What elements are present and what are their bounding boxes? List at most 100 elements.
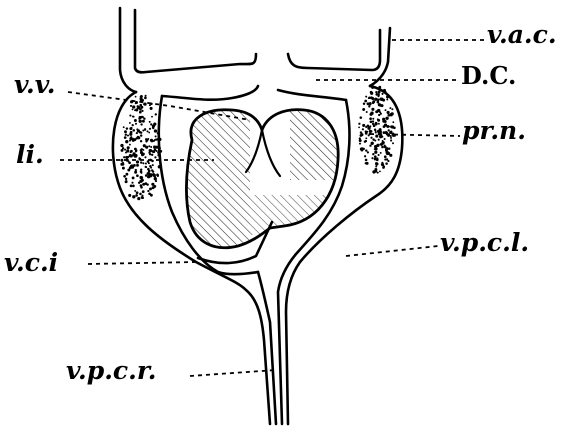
stipple-dot	[374, 140, 376, 142]
stipple-dot	[135, 151, 137, 153]
stipple-dot	[158, 165, 161, 168]
stipple-dot	[389, 107, 391, 109]
stipple-dot	[142, 130, 144, 132]
label-vpcl: v.p.c.l.	[440, 230, 529, 255]
stipple-dot	[120, 144, 123, 147]
stipple-dot	[125, 133, 127, 135]
stipple-dot	[377, 95, 379, 97]
stipple-dot	[158, 138, 160, 140]
stipple-dot	[148, 162, 150, 164]
stipple-dot	[137, 136, 140, 139]
stipple-dot	[146, 130, 148, 132]
stipple-dot	[379, 128, 382, 131]
stipple-dot	[368, 105, 370, 107]
stipple-dot	[378, 154, 380, 156]
stipple-dot	[371, 86, 374, 89]
stipple-dot	[372, 153, 374, 155]
stipple-dot	[134, 190, 136, 192]
stipple-dot	[123, 126, 125, 128]
stipple-dot	[362, 128, 364, 130]
stipple-dot	[384, 158, 386, 160]
stipple-dot	[388, 126, 390, 128]
stipple-dot	[390, 137, 392, 139]
stipple-dot	[130, 105, 132, 107]
stipple-dot	[378, 93, 380, 95]
stipple-dot	[374, 151, 377, 154]
stipple-dot	[377, 101, 380, 104]
stipple-dot	[139, 111, 142, 114]
stipple-dot	[127, 146, 130, 149]
chamber-top-left	[162, 86, 258, 100]
label-li: li.	[16, 142, 44, 167]
stipple-dot	[129, 133, 132, 136]
stipple-dot	[126, 127, 128, 129]
stipple-dot	[135, 123, 137, 125]
stipple-dot	[362, 124, 364, 126]
stipple-dot	[138, 157, 140, 159]
stipple-dot	[151, 116, 153, 118]
stipple-dot	[144, 156, 146, 158]
stipple-dot	[378, 123, 380, 125]
stipple-dot	[358, 123, 360, 125]
stipple-dot	[140, 123, 142, 125]
stipple-dot	[381, 93, 383, 95]
stipple-dot	[377, 109, 380, 112]
stipple-dot	[132, 105, 135, 108]
stipple-dot	[382, 166, 385, 169]
stipple-dot	[370, 121, 373, 124]
stipple-dot	[385, 162, 388, 165]
stipple-dot	[149, 128, 151, 130]
stipple-dot	[125, 156, 128, 159]
stipple-dot	[128, 161, 131, 164]
stipple-dot	[378, 103, 381, 106]
stipple-dot	[132, 115, 134, 117]
stipple-dot	[392, 121, 394, 123]
stipple-dot	[381, 146, 384, 149]
stipple-dot	[141, 177, 143, 179]
stipple-dot	[155, 180, 157, 182]
stipple-dot	[392, 142, 394, 144]
stipple-dot	[153, 150, 156, 153]
stipple-dot	[358, 126, 360, 128]
stipple-dot	[371, 157, 373, 159]
stipple-dot	[388, 129, 390, 131]
stipple-dot	[133, 129, 136, 132]
stipple-dot	[126, 149, 129, 152]
stipple-dot	[155, 135, 157, 137]
stipple-dot	[366, 111, 368, 113]
leader-prn	[370, 134, 460, 136]
stipple-dot	[372, 102, 374, 104]
stipple-dot	[145, 166, 147, 168]
stipple-dot	[158, 154, 160, 156]
stipple-dot	[156, 150, 158, 152]
stipple-dot	[370, 137, 372, 139]
stipple-dot	[150, 146, 152, 148]
stipple-dot	[383, 89, 386, 92]
leader-vpcr	[190, 370, 276, 376]
stipple-dot	[132, 195, 135, 198]
stipple-dot	[143, 117, 145, 119]
stipple-dot	[365, 96, 367, 98]
stipple-dot	[157, 175, 159, 177]
stipple-dot	[391, 108, 393, 110]
stipple-dot	[385, 117, 388, 120]
stipple-dot	[130, 136, 132, 138]
stipple-dot	[124, 136, 127, 139]
stipple-dot	[152, 124, 155, 127]
stipple-dot	[135, 169, 137, 171]
stipple-dot	[380, 143, 382, 145]
stipple-dot	[362, 109, 364, 111]
stipple-dot	[365, 137, 367, 139]
stipple-dot	[142, 184, 144, 186]
stipple-dot	[360, 149, 363, 152]
stipple-dot	[378, 139, 380, 141]
stipple-dot	[122, 167, 125, 170]
stipple-dot	[363, 103, 365, 105]
stipple-dot	[136, 174, 139, 177]
stipple-dot	[132, 124, 134, 126]
stipple-dot	[377, 119, 380, 122]
stipple-dot	[372, 120, 374, 122]
stipple-dot	[124, 149, 126, 151]
stipple-dot	[369, 130, 372, 133]
stipple-dot	[387, 160, 389, 162]
